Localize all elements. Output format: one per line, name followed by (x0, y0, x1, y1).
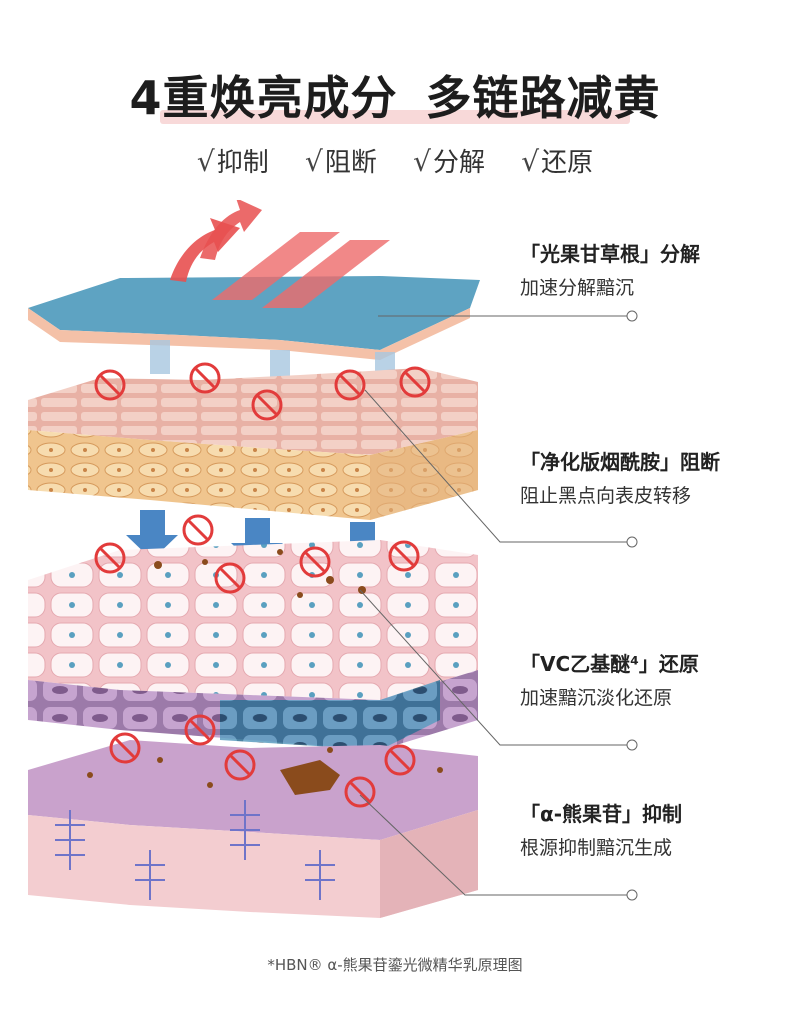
leader-lines (359, 310, 638, 901)
layer-dermis-deep (28, 740, 478, 918)
leader-line-vc (359, 589, 630, 746)
check-icon: √ (413, 145, 431, 178)
label-desc: 加速分解黯沉 (520, 277, 635, 299)
layer-surface (28, 276, 480, 360)
page-title: 4重焕亮成分多链路减黄 (0, 62, 790, 128)
label-licorice: 「光果甘草根」分解 加速分解黯沉 (520, 238, 700, 300)
label-vc: 「VC乙基醚⁴」还原 加速黯沉淡化还原 (520, 648, 699, 710)
block-icon (182, 514, 214, 546)
label-title: 「光果甘草根」分解 (520, 242, 700, 266)
block-icon (299, 546, 331, 578)
check-item-block: √阻断 (305, 145, 377, 178)
title-highlight (160, 110, 630, 124)
label-desc: 根源抑制黯沉生成 (520, 837, 673, 859)
leader-line-niacinamide (364, 389, 630, 543)
leader-line-arbutin (359, 794, 630, 896)
layer-epidermis (28, 368, 478, 520)
block-icon (214, 562, 246, 594)
block-icon (388, 540, 420, 572)
block-icon (94, 542, 126, 574)
title-part-1: 4重焕亮成分 (129, 71, 398, 125)
check-item-inhibit: √抑制 (196, 145, 269, 178)
block-markers (94, 362, 431, 808)
block-icon (399, 366, 431, 398)
label-desc: 加速黯沉淡化还原 (520, 687, 673, 709)
block-icon (109, 732, 141, 764)
label-desc: 阻止黑点向表皮转移 (520, 485, 692, 507)
label-title: 「VC乙基醚⁴」还原 (520, 652, 699, 676)
block-icon (184, 714, 216, 746)
footnote: *HBN® α-熊果苷鎏光微精华乳原理图 (267, 956, 523, 974)
check-icon: √ (196, 145, 215, 178)
skin-layers-diagram (28, 200, 638, 918)
check-icon: √ (521, 145, 540, 178)
release-arrows (170, 200, 390, 308)
block-icon (344, 776, 376, 808)
check-list: √抑制 √阻断 √分解 √还原 (0, 142, 790, 179)
check-item-restore: √还原 (521, 145, 594, 178)
label-title: 「α-熊果苷」抑制 (520, 802, 683, 826)
pigment-dots (87, 549, 443, 788)
label-niacinamide: 「净化版烟酰胺」阻断 阻止黑点向表皮转移 (520, 446, 720, 508)
check-icon: √ (305, 145, 323, 178)
layer-dermis-cells (28, 540, 478, 750)
block-icon (251, 389, 283, 421)
title-part-2: 多链路减黄 (425, 71, 661, 125)
block-icon (189, 362, 221, 394)
block-icon (94, 369, 126, 401)
label-arbutin: 「α-熊果苷」抑制 根源抑制黯沉生成 (520, 798, 682, 860)
label-title: 「净化版烟酰胺」阻断 (520, 450, 720, 474)
check-item-decompose: √分解 (413, 145, 485, 178)
block-icon (384, 744, 416, 776)
block-icon (334, 369, 366, 401)
block-icon (224, 749, 256, 781)
